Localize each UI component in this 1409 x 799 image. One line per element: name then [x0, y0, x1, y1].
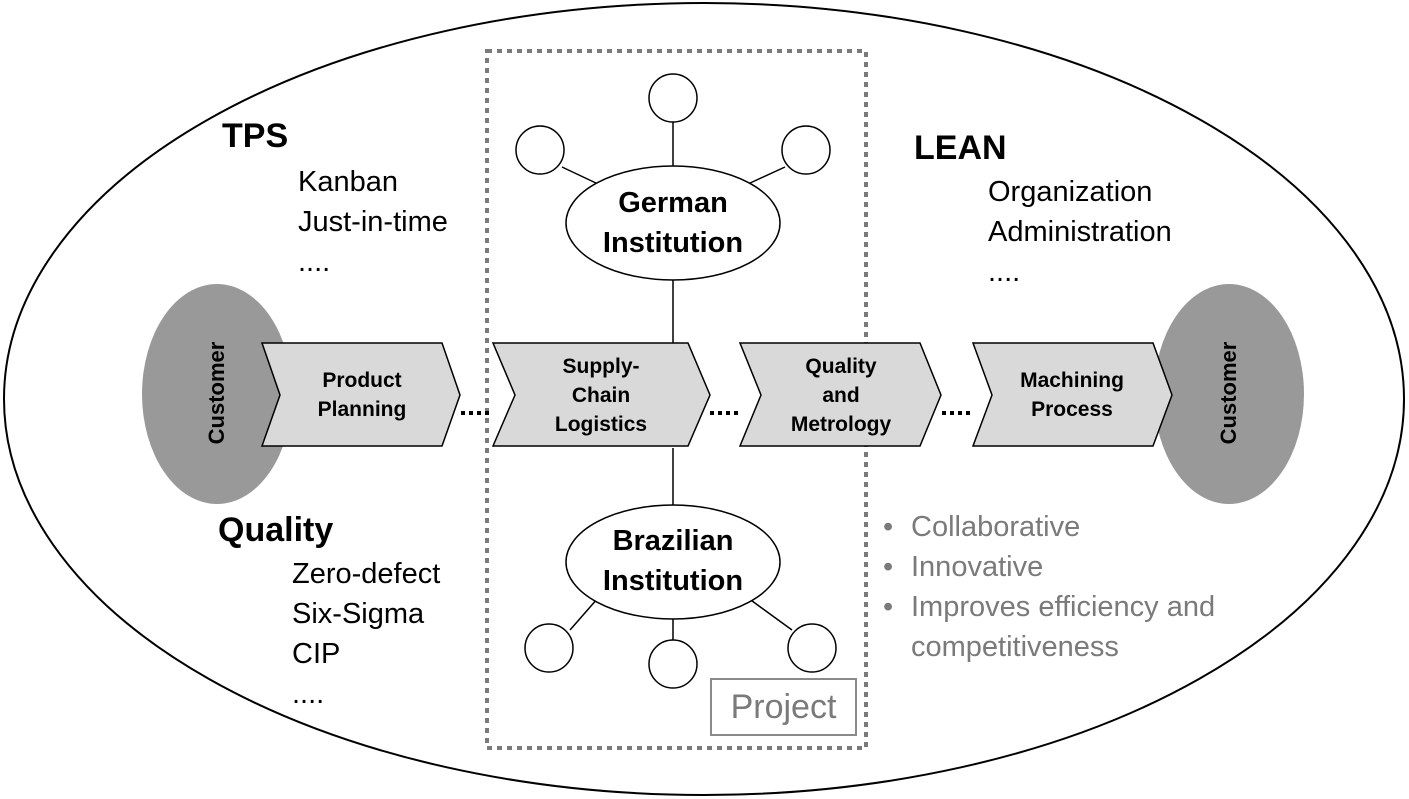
step-machining-process: Machining Process: [992, 350, 1152, 440]
step-label-line: Planning: [317, 398, 407, 421]
project-label: Project: [710, 678, 857, 736]
connector-line: [561, 166, 599, 185]
quality-title: Quality: [218, 511, 334, 549]
lean-title: LEAN: [914, 129, 1007, 167]
step-label-line: Logistics: [554, 412, 648, 436]
step-label-line: Product: [322, 369, 402, 392]
customer-left-label: Customer: [204, 341, 229, 445]
benefit-item: •Improves efficiency and: [883, 587, 1215, 627]
quality-item: ....: [292, 678, 325, 710]
quality-item: CIP: [292, 638, 341, 670]
step-chevron: [738, 342, 942, 447]
bullet-icon: •: [883, 511, 894, 543]
step-label-line: Machining: [1020, 369, 1124, 392]
tps-title: TPS: [222, 117, 289, 155]
institution-label-line: Institution: [602, 565, 744, 597]
institution-label-line: Brazilian: [612, 525, 734, 557]
tps-item: Just-in-time: [298, 206, 448, 238]
step-product-planning: Product Planning: [282, 350, 442, 440]
partner-node: [515, 125, 565, 175]
partner-node: [787, 623, 837, 673]
quality-item: Zero-defect: [292, 558, 441, 590]
brazilian-institution-node: [565, 504, 781, 620]
partner-node: [648, 73, 698, 123]
step-label-line: and: [822, 383, 860, 407]
benefit-item: •Collaborative: [883, 507, 1215, 547]
lean-item: Organization: [988, 176, 1153, 208]
step-chevron: [491, 342, 711, 447]
step-supply-chain-logistics: Supply- Chain Logistics: [515, 350, 687, 440]
partner-node: [524, 623, 574, 673]
german-institution-node: [565, 165, 781, 281]
institution-label-line: German: [618, 187, 728, 219]
lean-item: ....: [988, 256, 1021, 288]
step-chevron: [260, 342, 461, 447]
connector-line: [747, 166, 786, 185]
step-label-line: Chain: [571, 383, 631, 407]
step-quality-metrology: Quality and Metrology: [762, 350, 920, 440]
quality-item: Six-Sigma: [292, 598, 425, 630]
benefits-list: •Collaborative •Innovative •Improves eff…: [883, 507, 1215, 667]
tps-item: Kanban: [298, 166, 398, 198]
brazilian-institution-label: Brazilian Institution: [573, 521, 773, 601]
step-chevron: [971, 342, 1173, 447]
benefit-item: •Innovative: [883, 547, 1215, 587]
institution-label-line: Institution: [602, 227, 744, 259]
project-boundary: [485, 49, 868, 750]
step-label-line: Quality: [805, 354, 877, 378]
german-institution-label: German Institution: [573, 183, 773, 263]
partner-node: [648, 639, 698, 689]
step-label-line: Supply-: [562, 354, 640, 378]
partner-node: [781, 125, 831, 175]
connector-line: [747, 597, 793, 631]
tps-item: ....: [298, 246, 331, 278]
connector-line: [569, 597, 599, 631]
customer-left-node: [142, 284, 292, 504]
step-label-line: Process: [1031, 398, 1113, 421]
customer-right-node: [1154, 284, 1304, 504]
bullet-icon: •: [883, 551, 894, 583]
benefit-item-continuation: competitiveness: [911, 631, 1119, 663]
customer-right-label: Customer: [1216, 341, 1241, 445]
bullet-icon: •: [883, 591, 894, 623]
step-label-line: Metrology: [790, 412, 892, 436]
lean-item: Administration: [988, 216, 1172, 248]
